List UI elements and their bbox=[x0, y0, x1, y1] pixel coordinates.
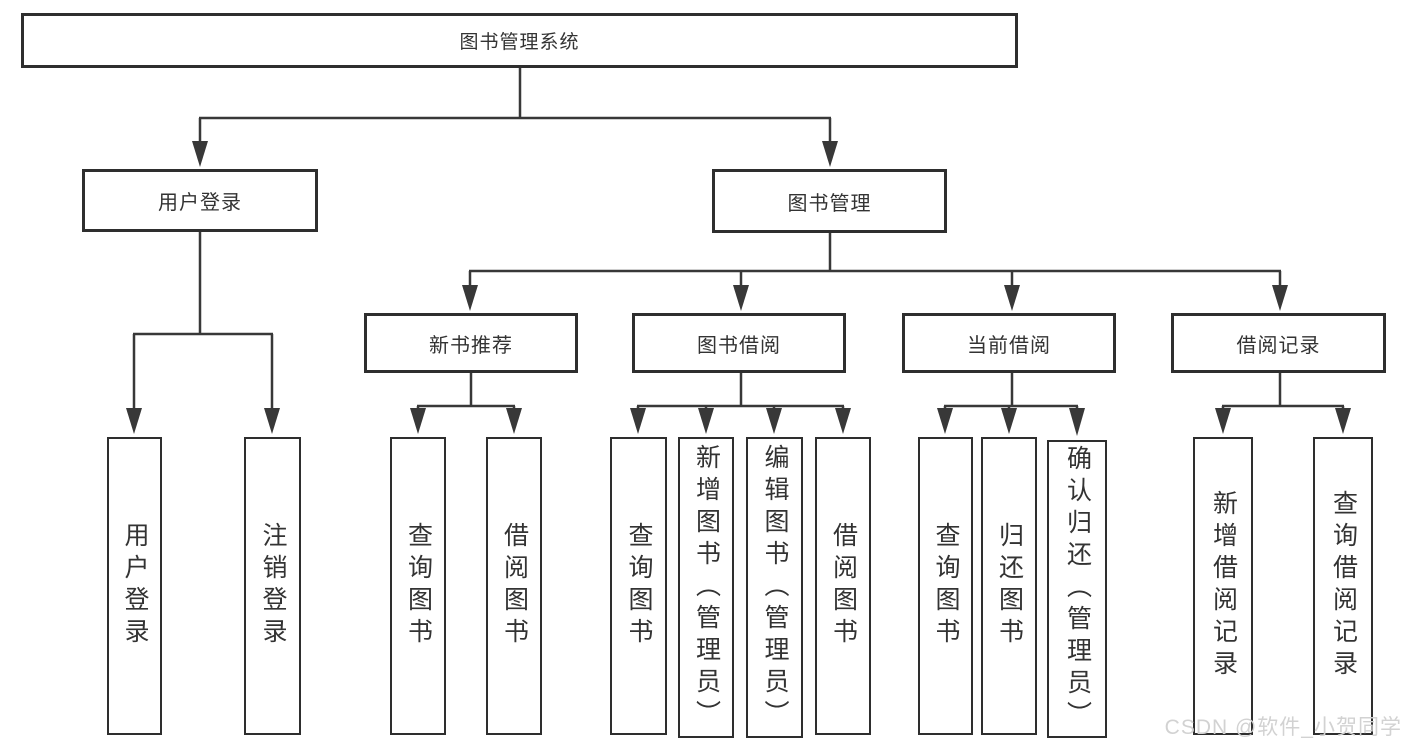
leaf-return-books: 归还图书 bbox=[981, 437, 1037, 735]
tree-edges bbox=[132, 68, 1345, 410]
leaf-confirm-return-admin-label: 确认归还（管理员） bbox=[1063, 445, 1092, 733]
leaf-edit-book-admin-label: 编辑图书（管理员） bbox=[761, 443, 789, 732]
node-root-label: 图书管理系统 bbox=[459, 32, 580, 53]
arrowhead bbox=[1272, 285, 1288, 311]
arrowhead bbox=[1001, 408, 1017, 434]
node-borrowing-records: 借阅记录 bbox=[1171, 313, 1386, 373]
leaf-query-borrow-record-label: 查询借阅记录 bbox=[1329, 490, 1358, 682]
leaf-query-books-borrowing: 查询图书 bbox=[610, 437, 667, 735]
node-user-login: 用户登录 bbox=[82, 169, 318, 232]
node-book-management: 图书管理 bbox=[712, 169, 947, 233]
arrowhead bbox=[766, 408, 782, 434]
arrowhead bbox=[506, 408, 522, 434]
arrowhead bbox=[733, 285, 749, 311]
leaf-add-book-admin-label: 新增图书（管理员） bbox=[692, 443, 721, 732]
arrowhead bbox=[410, 408, 426, 434]
leaf-borrow-books: 借阅图书 bbox=[815, 437, 871, 735]
leaf-user-login: 用户登录 bbox=[107, 437, 162, 735]
leaf-query-books-borrowing-label: 查询图书 bbox=[625, 522, 653, 650]
arrowhead bbox=[937, 408, 953, 434]
arrowhead bbox=[126, 408, 142, 434]
csdn-watermark: CSDN @软件_小贺同学 bbox=[1164, 716, 1402, 739]
node-user-login-label: 用户登录 bbox=[158, 192, 242, 214]
leaf-user-login-label: 用户登录 bbox=[121, 522, 149, 650]
leaf-query-books-current-label: 查询图书 bbox=[932, 522, 960, 650]
leaf-add-borrow-record-label: 新增借阅记录 bbox=[1209, 490, 1238, 682]
node-new-book-recommend-label: 新书推荐 bbox=[429, 334, 513, 357]
arrowhead bbox=[630, 408, 646, 434]
arrowhead bbox=[462, 285, 478, 311]
leaf-add-borrow-record: 新增借阅记录 bbox=[1193, 437, 1253, 735]
leaf-confirm-return-admin: 确认归还（管理员） bbox=[1047, 440, 1107, 738]
leaf-borrow-books-label: 借阅图书 bbox=[829, 522, 858, 650]
leaf-borrow-books-recommend-label: 借阅图书 bbox=[500, 522, 529, 650]
leaf-logout-login: 注销登录 bbox=[244, 437, 301, 735]
node-new-book-recommend: 新书推荐 bbox=[364, 313, 578, 373]
leaf-logout-login-label: 注销登录 bbox=[259, 522, 287, 650]
node-root: 图书管理系统 bbox=[21, 13, 1018, 68]
arrowhead bbox=[1004, 285, 1020, 311]
arrowhead bbox=[822, 141, 838, 167]
node-book-borrowing-label: 图书借阅 bbox=[697, 334, 781, 357]
leaf-return-books-label: 归还图书 bbox=[995, 522, 1024, 650]
leaf-query-books-recommend-label: 查询图书 bbox=[404, 522, 433, 650]
arrowhead bbox=[264, 408, 280, 434]
node-book-management-label: 图书管理 bbox=[787, 192, 872, 215]
node-current-borrowing-label: 当前借阅 bbox=[967, 334, 1051, 357]
leaf-edit-book-admin: 编辑图书（管理员） bbox=[746, 437, 803, 738]
node-book-borrowing: 图书借阅 bbox=[632, 313, 846, 373]
arrowhead bbox=[192, 141, 208, 167]
node-current-borrowing: 当前借阅 bbox=[902, 313, 1116, 373]
arrowhead bbox=[1215, 408, 1231, 434]
arrowhead bbox=[1335, 408, 1351, 434]
leaf-query-borrow-record: 查询借阅记录 bbox=[1313, 437, 1373, 735]
leaf-borrow-books-recommend: 借阅图书 bbox=[486, 437, 542, 735]
leaf-query-books-current: 查询图书 bbox=[918, 437, 973, 735]
arrowhead bbox=[698, 408, 714, 434]
leaf-add-book-admin: 新增图书（管理员） bbox=[678, 437, 734, 738]
node-borrowing-records-label: 借阅记录 bbox=[1236, 334, 1321, 357]
leaf-query-books-recommend: 查询图书 bbox=[390, 437, 446, 735]
arrowhead bbox=[1069, 408, 1085, 436]
arrowheads bbox=[126, 141, 1351, 436]
arrowhead bbox=[835, 408, 851, 434]
